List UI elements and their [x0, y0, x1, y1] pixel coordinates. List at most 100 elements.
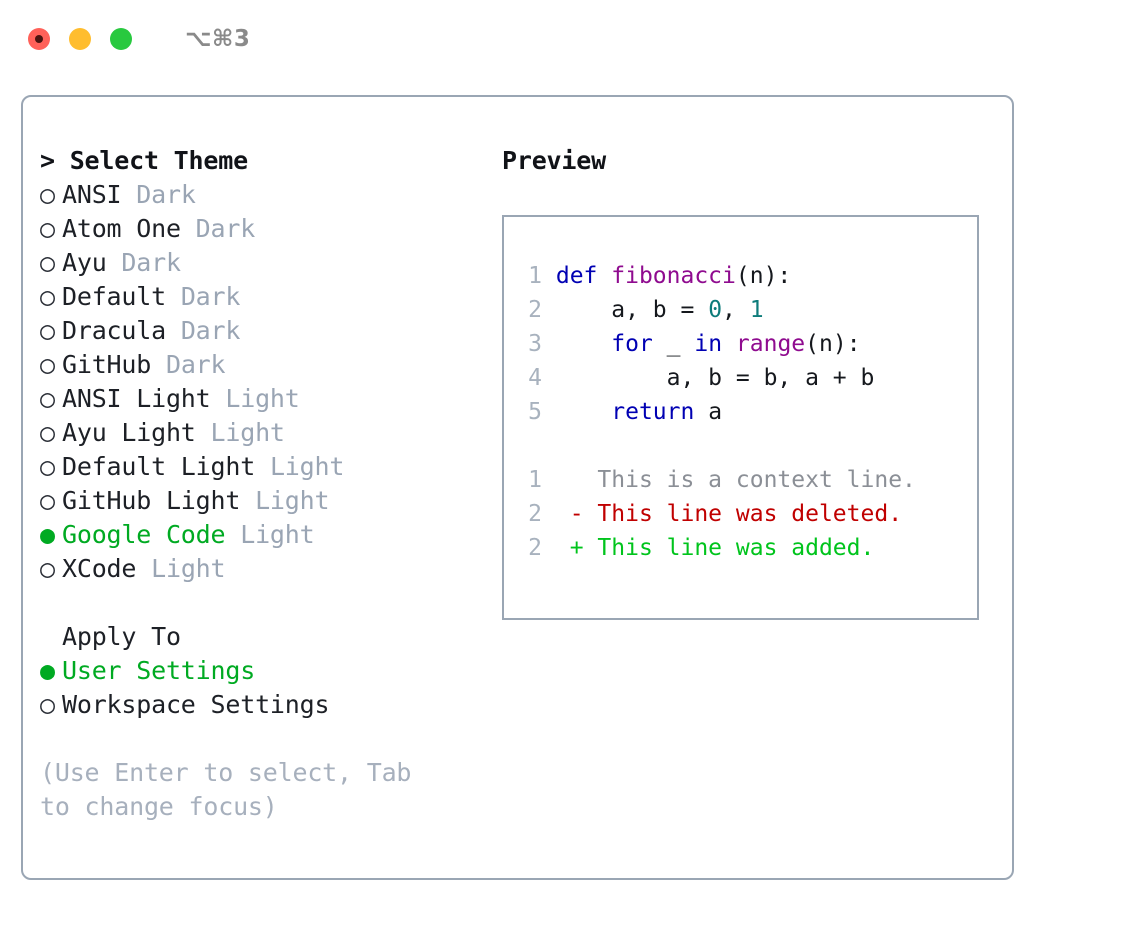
- diff-sample: 1 This is a context line. 2 - This line w…: [516, 463, 977, 565]
- apply-to-option-user-settings[interactable]: ●User Settings: [40, 654, 480, 688]
- code-token-kw: for: [611, 331, 653, 357]
- traffic-light-group: [28, 28, 132, 50]
- line-number: 2: [528, 535, 542, 561]
- theme-variant-tag: Light: [255, 486, 330, 515]
- theme-option-label: Ayu Light: [62, 418, 196, 447]
- theme-variant-tag: Dark: [180, 282, 241, 311]
- theme-variant-tag: Light: [240, 520, 315, 549]
- diff-text: This line was added.: [597, 535, 875, 561]
- radio-selected-icon: ●: [40, 520, 55, 549]
- theme-option-atom-one[interactable]: ○Atom One Dark: [40, 212, 480, 246]
- code-token-txt: a: [694, 399, 723, 425]
- diff-marker: -: [569, 501, 598, 527]
- gutter-space: [542, 297, 556, 323]
- theme-variant-tag: Light: [151, 554, 226, 583]
- code-token-txt: [722, 331, 736, 357]
- line-number: 3: [528, 331, 542, 357]
- theme-option-label: GitHub: [62, 350, 152, 379]
- code-line: 5 return a: [516, 395, 977, 429]
- window-titlebar: ⌥⌘3: [0, 0, 1140, 78]
- spacer: [211, 384, 226, 413]
- maximize-window-button[interactable]: [110, 28, 132, 50]
- keyboard-hint-text: (Use Enter to select, Tab to change focu…: [40, 758, 412, 821]
- line-number: 2: [528, 297, 542, 323]
- spacer: [166, 316, 181, 345]
- theme-variant-tag: Dark: [121, 248, 181, 277]
- code-token-txt: _: [652, 331, 695, 357]
- apply-to-list: ●User Settings○Workspace Settings: [40, 654, 480, 722]
- theme-option-google-code[interactable]: ●Google Code Light: [40, 518, 480, 552]
- line-number: 1: [528, 263, 542, 289]
- radio-unselected-icon: ○: [40, 690, 55, 719]
- theme-option-ayu-light[interactable]: ○Ayu Light Light: [40, 416, 480, 450]
- list-spacer: [40, 586, 480, 620]
- theme-option-ansi[interactable]: ○ANSI Dark: [40, 178, 480, 212]
- radio-unselected-icon: ○: [40, 418, 55, 447]
- code-token-fn: range: [735, 331, 806, 357]
- spacer: [136, 554, 151, 583]
- code-spacer: [516, 429, 977, 463]
- apply-to-heading: Apply To: [62, 622, 181, 651]
- theme-option-default[interactable]: ○Default Dark: [40, 280, 480, 314]
- radio-unselected-icon: ○: [40, 350, 55, 379]
- theme-option-default-light[interactable]: ○Default Light Light: [40, 450, 480, 484]
- theme-variant-tag: Light: [225, 384, 300, 413]
- radio-unselected-icon: ○: [40, 486, 55, 515]
- theme-option-label: ANSI Light: [62, 384, 211, 413]
- spacer: [225, 520, 240, 549]
- code-token-txt: [556, 399, 611, 425]
- line-number: 5: [528, 399, 542, 425]
- radio-unselected-icon: ○: [40, 214, 55, 243]
- radio-unselected-icon: ○: [40, 180, 55, 209]
- code-token-txt: a, b = b, a + b: [555, 365, 875, 391]
- spacer: [166, 282, 181, 311]
- theme-picker-panel: > Select Theme ○ANSI Dark○Atom One Dark○…: [21, 95, 1014, 880]
- theme-variant-tag: Dark: [165, 350, 226, 379]
- theme-option-dracula[interactable]: ○Dracula Dark: [40, 314, 480, 348]
- code-token-num: 0: [708, 297, 723, 323]
- diff-text: This line was deleted.: [597, 501, 903, 527]
- gutter-space: [542, 331, 556, 357]
- spacer: [121, 180, 136, 209]
- theme-list: ○ANSI Dark○Atom One Dark○Ayu Dark○Defaul…: [40, 178, 480, 586]
- radio-unselected-icon: ○: [40, 316, 55, 345]
- theme-variant-tag: Light: [210, 418, 285, 447]
- theme-variant-tag: Light: [269, 452, 345, 481]
- line-number: 1: [528, 467, 542, 493]
- theme-option-ansi-light[interactable]: ○ANSI Light Light: [40, 382, 480, 416]
- theme-variant-tag: Dark: [195, 214, 256, 243]
- gutter-space: [542, 467, 570, 493]
- close-window-button[interactable]: [28, 28, 50, 50]
- minimize-window-button[interactable]: [69, 28, 91, 50]
- apply-to-option-label: User Settings: [62, 656, 256, 685]
- code-token-txt: a, b =: [555, 297, 709, 323]
- code-token-kw: in: [694, 331, 723, 357]
- diff-marker: [570, 467, 598, 493]
- keyboard-shortcut-label: ⌥⌘3: [185, 26, 251, 52]
- theme-option-github-light[interactable]: ○GitHub Light Light: [40, 484, 480, 518]
- theme-option-xcode[interactable]: ○XCode Light: [40, 552, 480, 586]
- spacer: [107, 248, 122, 277]
- theme-option-label: Default: [62, 282, 166, 311]
- theme-option-ayu[interactable]: ○Ayu Dark: [40, 246, 480, 280]
- gutter-space: [542, 365, 556, 391]
- theme-option-github[interactable]: ○GitHub Dark: [40, 348, 480, 382]
- radio-unselected-icon: ○: [40, 282, 55, 311]
- diff-marker: +: [569, 535, 598, 561]
- apply-to-option-label: Workspace Settings: [62, 690, 330, 719]
- diff-text: This is a context line.: [597, 467, 916, 493]
- theme-option-label: Default Light: [62, 452, 256, 481]
- apply-to-option-workspace-settings[interactable]: ○Workspace Settings: [40, 688, 480, 722]
- theme-list-column: > Select Theme ○ANSI Dark○Atom One Dark○…: [40, 144, 480, 824]
- code-line: 4 a, b = b, a + b: [516, 361, 977, 395]
- code-line: 2 a, b = 0, 1: [516, 293, 977, 327]
- spacer: [196, 418, 211, 447]
- line-number: 2: [528, 501, 542, 527]
- code-token-txt: [556, 331, 611, 357]
- line-number: 4: [528, 365, 542, 391]
- code-token-fn: fibonacci: [611, 263, 736, 289]
- theme-option-label: Google Code: [62, 520, 226, 549]
